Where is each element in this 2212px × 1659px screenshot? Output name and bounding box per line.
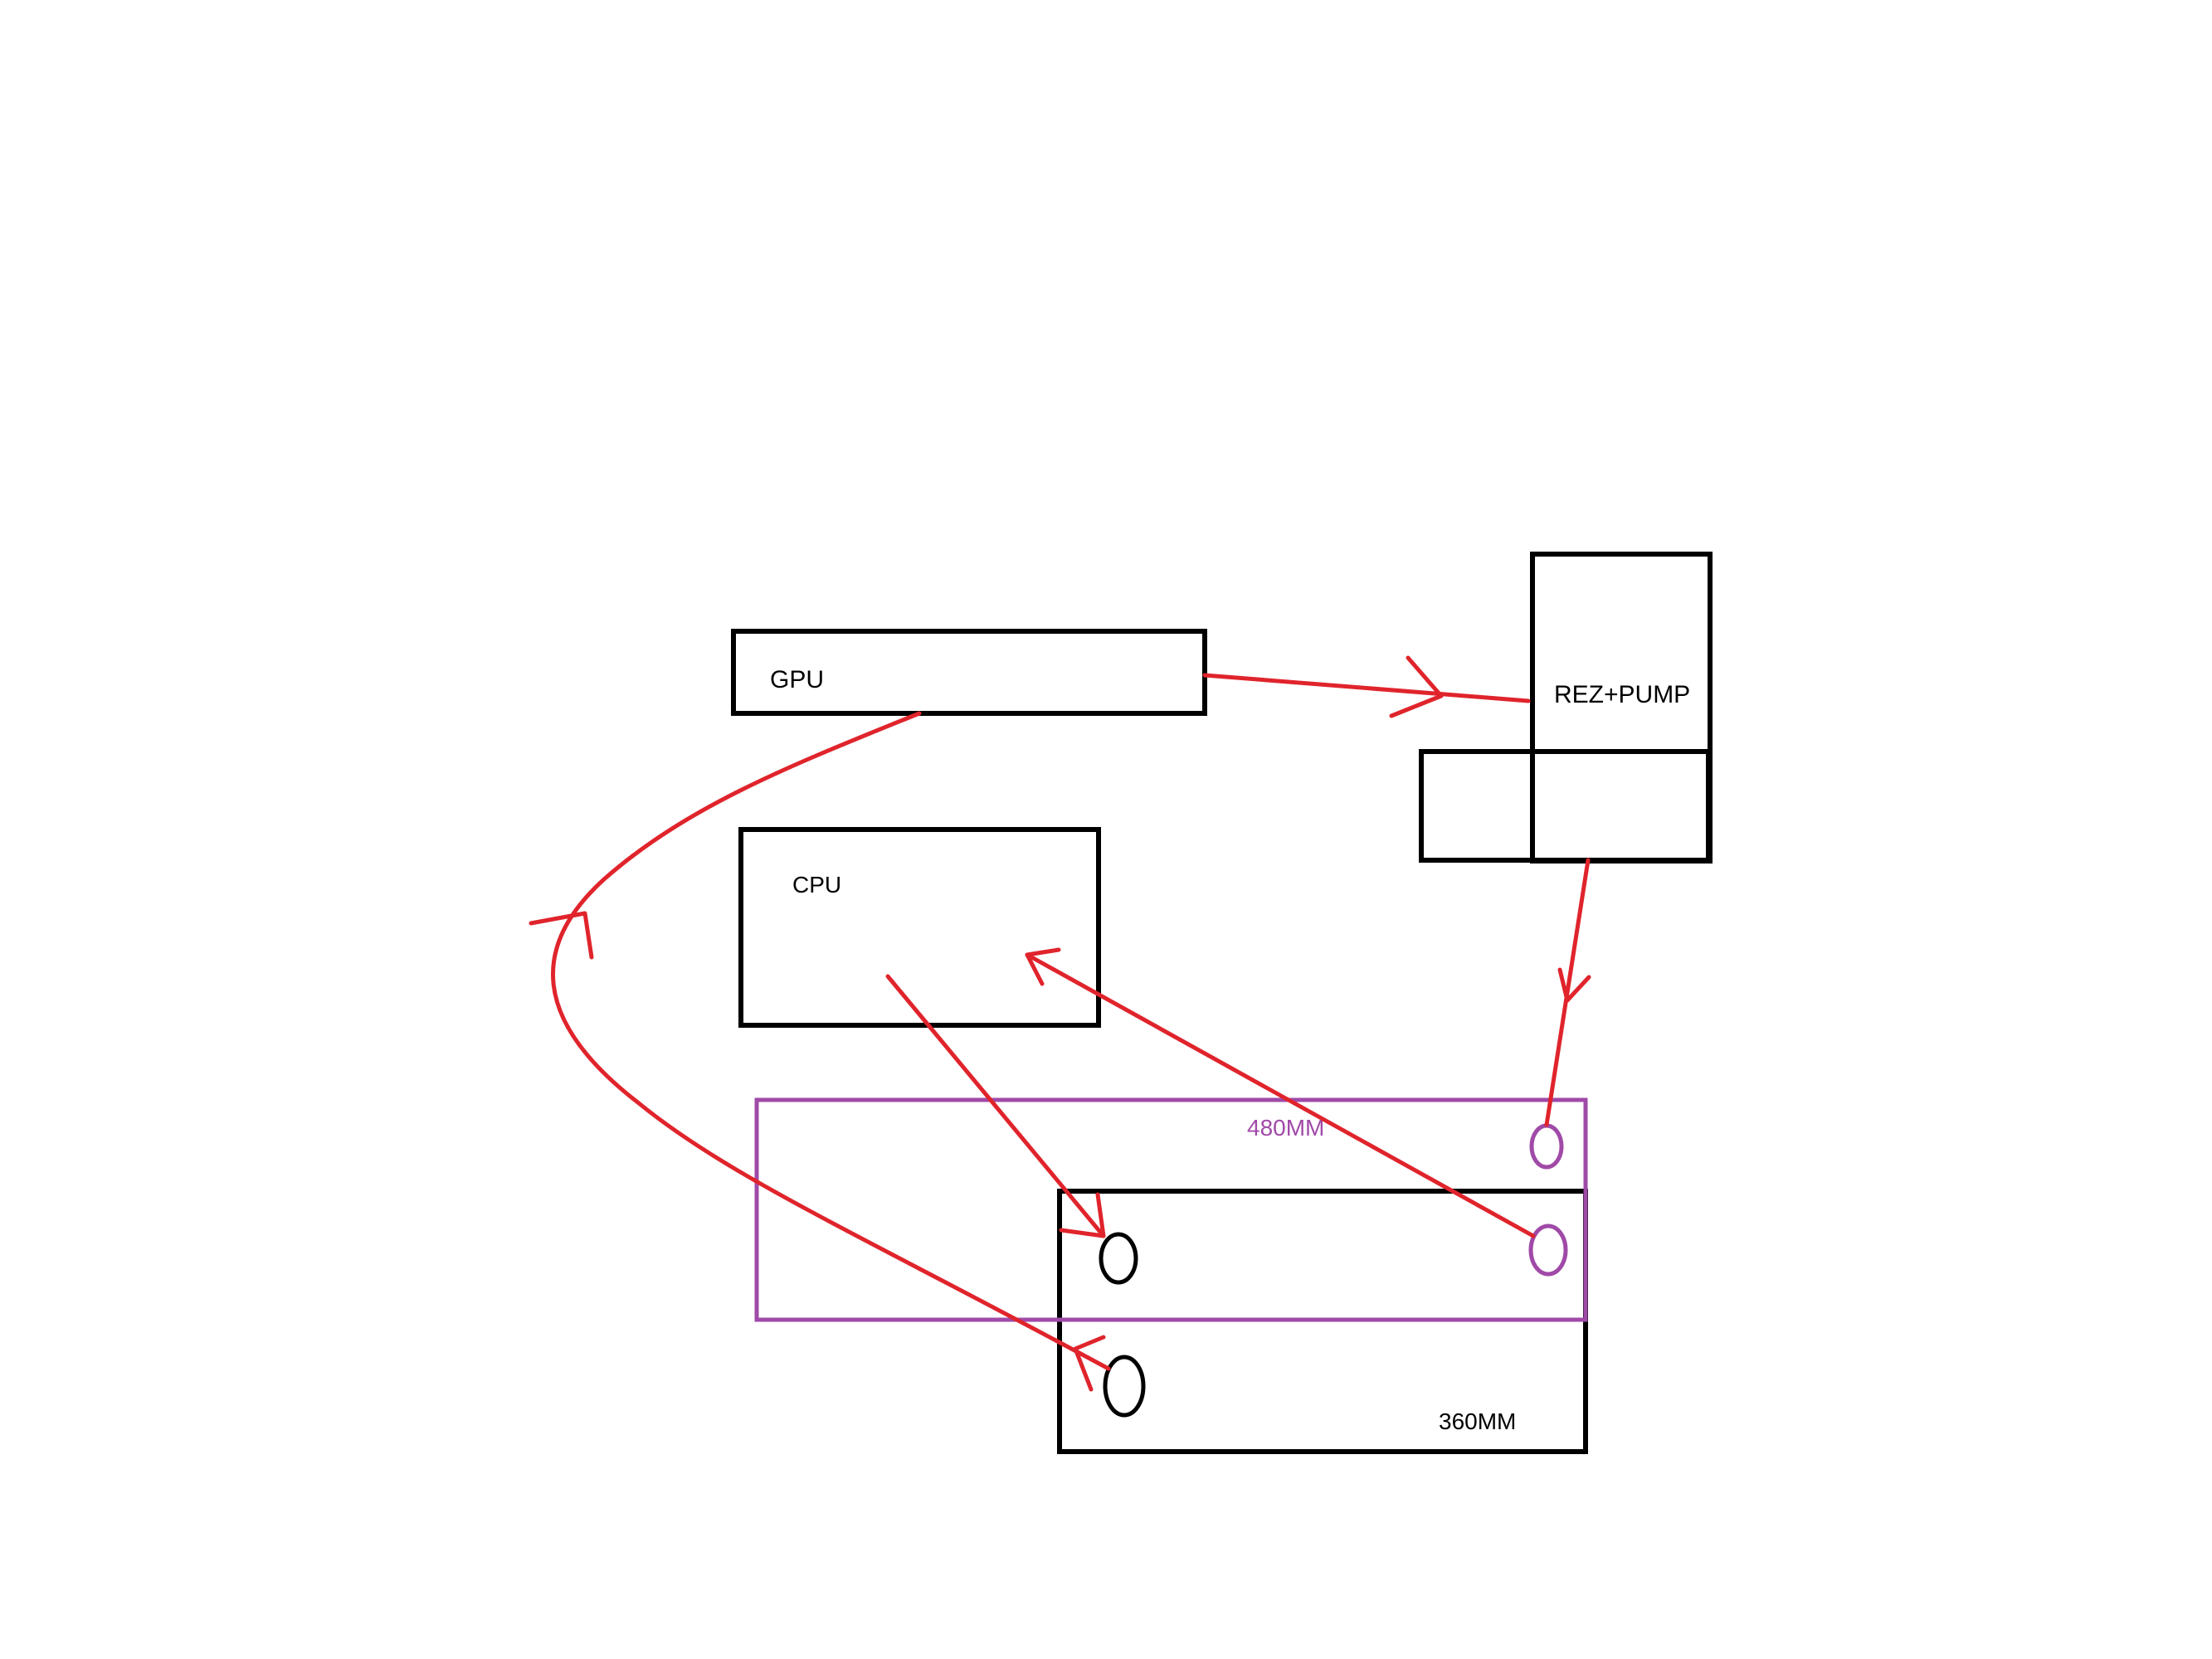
arrow-head-reservoir-to-480 — [1557, 967, 1591, 1003]
arrow-head-360-to-gpu — [529, 911, 594, 960]
cpu-label: CPU — [792, 872, 841, 898]
arrow-head-360-entry — [1073, 1335, 1106, 1392]
radiator-360-port-bottom — [1103, 1355, 1146, 1418]
reservoir-pump-label: REZ+PUMP — [1554, 681, 1690, 708]
arrow-head-cpu-to-360 — [1059, 1192, 1106, 1238]
cpu-block: CPU — [738, 827, 1101, 1028]
flow-360-to-gpu — [529, 711, 1111, 1392]
arrow-head-480-to-cpu — [1025, 947, 1061, 986]
radiator-360-label: 360MM — [1439, 1408, 1516, 1434]
reservoir-pump-block: REZ+PUMP — [1419, 552, 1713, 864]
flow-cpu-to-360 — [885, 974, 1106, 1238]
gpu-block: GPU — [731, 629, 1207, 716]
gpu-label: GPU — [770, 666, 824, 693]
flow-reservoir-to-480 — [1544, 858, 1591, 1127]
radiator-480: 480MM — [754, 1097, 1588, 1322]
flow-gpu-to-reservoir — [1202, 655, 1531, 718]
flow-480-to-cpu — [1025, 947, 1536, 1238]
arrow-head-gpu-to-reservoir — [1389, 655, 1444, 718]
radiator-480-port-bottom — [1528, 1224, 1568, 1277]
radiator-480-label: 480MM — [1247, 1115, 1324, 1141]
radiator-480-port-top — [1529, 1123, 1564, 1170]
radiator-360-port-top — [1099, 1232, 1138, 1285]
